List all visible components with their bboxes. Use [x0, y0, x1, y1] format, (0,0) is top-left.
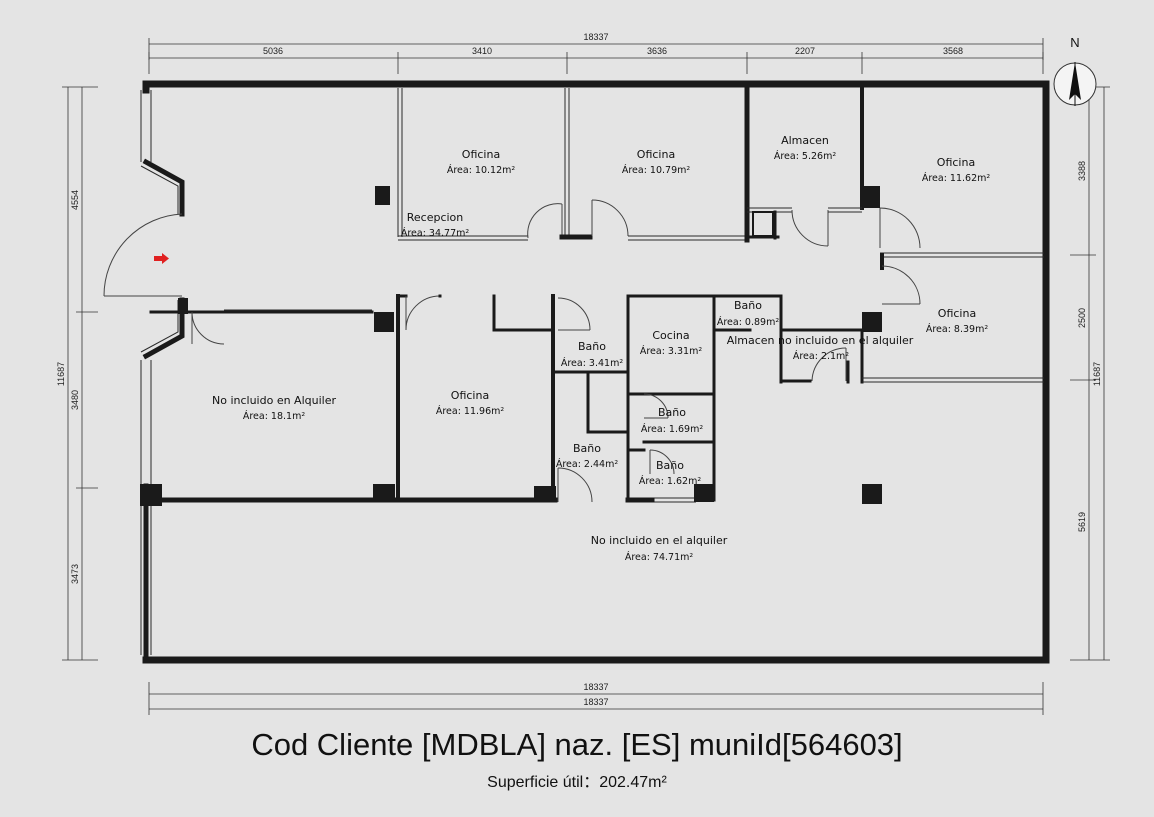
room-area-cocina: Área: 3.31m² [640, 345, 702, 357]
dim-left-2: 3480 [70, 390, 80, 410]
room-area-oficina-2: Área: 10.79m² [622, 164, 691, 176]
room-area-oficina-1: Área: 10.12m² [447, 164, 516, 176]
room-labels: Oficina Área: 10.12m² Oficina Área: 10.7… [212, 134, 990, 563]
room-name-no-incluido-el-alquiler: No incluido en el alquiler [591, 534, 728, 547]
room-area-bano-3: Área: 1.69m² [641, 423, 703, 435]
room-area-oficina-3: Área: 11.62m² [922, 172, 991, 184]
room-name-bano-1: Baño [734, 299, 762, 312]
entrance-bay [103, 158, 188, 360]
room-area-no-incluido-el-alquiler: Área: 74.71m² [625, 551, 694, 563]
room-area-bano-1: Área: 0.89m² [717, 316, 779, 328]
dim-top-2: 3410 [472, 46, 492, 56]
floor-plan: 18337 5036 3410 3636 2207 3568 18337 183… [56, 32, 1110, 715]
room-area-bano-2: Área: 3.41m² [561, 357, 623, 369]
room-name-almacen: Almacen [781, 134, 829, 147]
dim-left-1: 4554 [70, 190, 80, 210]
dim-right-1: 3388 [1077, 161, 1087, 181]
room-name-cocina: Cocina [652, 329, 689, 342]
north-arrow-icon [1053, 62, 1097, 106]
dim-top-4: 2207 [795, 46, 815, 56]
north-label: N [1070, 35, 1079, 50]
dim-left-total: 11687 [56, 362, 66, 386]
dim-bottom-1: 18337 [583, 682, 608, 692]
room-name-oficina-1: Oficina [462, 148, 500, 161]
room-area-bano-4: Área: 2.44m² [556, 458, 618, 470]
room-name-oficina-5: Oficina [451, 389, 489, 402]
plan-title: Cod Cliente [MDBLA] naz. [ES] muniId[564… [251, 727, 903, 762]
room-name-bano-4: Baño [573, 442, 601, 455]
room-area-almacen: Área: 5.26m² [774, 150, 836, 162]
room-area-no-incluido-alquiler: Área: 18.1m² [243, 410, 305, 422]
dim-top-total: 18337 [583, 32, 608, 42]
room-name-bano-5: Baño [656, 459, 684, 472]
dim-left-3: 3473 [70, 564, 80, 584]
dim-top-1: 5036 [263, 46, 283, 56]
room-name-bano-3: Baño [658, 406, 686, 419]
dim-top-5: 3568 [943, 46, 963, 56]
room-area-recepcion: Área: 34.77m² [401, 227, 470, 239]
entrance-arrow-icon [154, 253, 169, 264]
room-name-bano-2: Baño [578, 340, 606, 353]
room-name-almacen-no-incluido: Almacen no incluido en el alquiler [727, 334, 914, 347]
room-area-bano-5: Área: 1.62m² [639, 475, 701, 487]
dimension-lines [62, 38, 1110, 715]
room-name-oficina-4: Oficina [938, 307, 976, 320]
room-area-oficina-4: Área: 8.39m² [926, 323, 988, 335]
room-area-oficina-5: Área: 11.96m² [436, 405, 505, 417]
dim-bottom-2: 18337 [583, 697, 608, 707]
room-name-recepcion: Recepcion [407, 211, 464, 224]
room-name-oficina-3: Oficina [937, 156, 975, 169]
room-name-oficina-2: Oficina [637, 148, 675, 161]
exterior-walls [140, 80, 1050, 664]
room-name-no-incluido-alquiler: No incluido en Alquiler [212, 394, 336, 407]
dim-right-2: 2500 [1077, 308, 1087, 328]
interior-walls [140, 83, 1044, 506]
dim-right-total: 11687 [1092, 362, 1102, 386]
dim-right-3: 5619 [1077, 512, 1087, 532]
plan-subtitle: Superficie útil：202.47m² [487, 774, 667, 791]
dim-top-3: 3636 [647, 46, 667, 56]
room-area-almacen-no-incluido: Área: 2.1m² [793, 350, 849, 362]
